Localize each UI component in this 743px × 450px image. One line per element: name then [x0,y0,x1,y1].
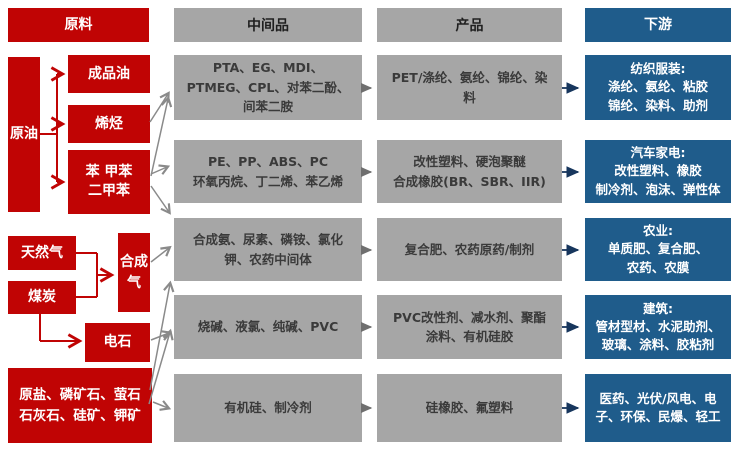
intermediate-box-row5: 有机硅、制冷剂 [174,374,362,442]
intermediate-to-product-arrows [360,82,373,414]
intermediate-box-row1: PTA、EG、MDI、PTMEG、CPL、对苯二酚、间苯二胺 [174,55,362,120]
column-header-product: 产品 [377,8,562,42]
product-box-row5: 硅橡胶、氟塑料 [377,374,562,442]
product-box-row1: PET/涤纶、氨纶、锦纶、染料 [377,55,562,120]
intermediate-box-row3: 合成氨、尿素、磷铵、氯化钾、农药中间体 [174,218,362,281]
box-crude-oil: 原油 [8,57,40,212]
downstream-box-row2: 汽车家电: 改性塑料、橡胶 制冷剂、泡沫、弹性体 [585,140,731,203]
product-to-downstream-arrows [562,82,580,414]
product-box-row2: 改性塑料、硬泡聚醚 合成橡胶(BR、SBR、IIR) [377,140,562,203]
column-header-downstream: 下游 [585,8,731,42]
downstream-box-row4: 建筑: 管材型材、水泥助剂、 玻璃、涂料、胶粘剂 [585,295,731,359]
box-natural-gas: 天然气 [8,236,76,270]
box-calcium-carbide: 电石 [85,323,150,362]
box-coal: 煤炭 [8,281,76,314]
downstream-box-row3: 农业: 单质肥、复合肥、 农药、农膜 [585,218,731,281]
intermediate-box-row2: PE、PP、ABS、PC 环氧丙烷、丁二烯、苯乙烯 [174,140,362,203]
box-syngas: 合成气 [118,233,150,312]
box-olefins: 烯烃 [68,105,150,143]
downstream-box-row1: 纺织服装: 涤纶、氨纶、粘胶 锦纶、染料、助剂 [585,55,731,120]
column-header-intermediate: 中间品 [174,8,362,42]
box-aromatics: 苯 甲苯 二甲苯 [68,150,150,214]
box-minerals: 原盐、磷矿石、萤石 石灰石、硅矿、钾矿 [8,368,152,443]
box-refined-oil: 成品油 [68,55,150,93]
intermediate-box-row4: 烧碱、液氯、纯碱、PVC [174,295,362,359]
product-box-row4: PVC改性剂、减水剂、聚酯 涂料、有机硅胶 [377,295,562,359]
downstream-box-row5: 医药、光伏/风电、电子、环保、民爆、轻工 [585,374,731,442]
raw-to-intermediate-arrows [148,91,175,411]
product-box-row3: 复合肥、农药原药/制剂 [377,218,562,281]
column-header-raw: 原料 [8,8,149,42]
